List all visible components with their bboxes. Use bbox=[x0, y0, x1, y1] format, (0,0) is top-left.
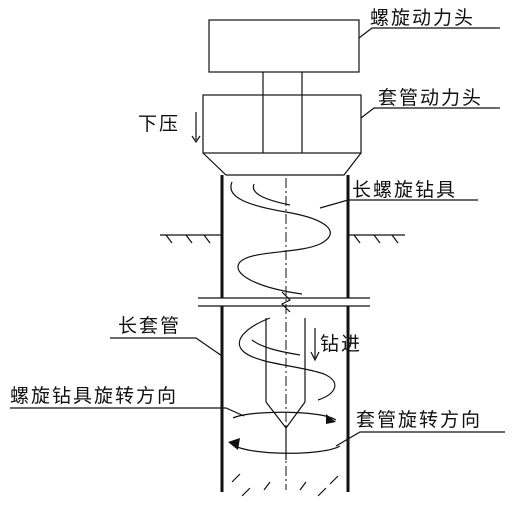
auger-power-head-box bbox=[208, 19, 360, 73]
casing-rotation-arrowhead bbox=[228, 438, 240, 450]
label-long-auger-tool: 长螺旋钻具 bbox=[352, 179, 457, 201]
leader-casing-power-head bbox=[360, 107, 500, 119]
casing-head-taper bbox=[202, 152, 362, 176]
auger-spiral-lower bbox=[238, 317, 336, 401]
auger-spiral-upper-inner bbox=[252, 183, 291, 206]
leader-long-casing bbox=[110, 337, 223, 357]
label-casing-power-head: 套管动力头 bbox=[378, 87, 483, 109]
bottom-ground-hatches bbox=[231, 473, 339, 497]
label-press-down: 下压 bbox=[138, 113, 180, 135]
casing-power-head-box bbox=[202, 94, 362, 154]
leader-casing-rotation bbox=[335, 431, 505, 447]
auger-spiral-upper bbox=[230, 181, 331, 295]
label-drill-advance: 钻进 bbox=[320, 333, 362, 355]
auger-spiral-lower-inner bbox=[251, 339, 301, 356]
press-down-arrow bbox=[191, 112, 201, 144]
leader-auger-rotation bbox=[10, 407, 245, 417]
label-auger-rotation-direction: 螺旋钻具旋转方向 bbox=[10, 385, 178, 407]
auger-rotation-arc bbox=[232, 411, 337, 421]
leader-long-auger-tool bbox=[319, 199, 478, 209]
label-auger-power-head: 螺旋动力头 bbox=[370, 7, 475, 29]
auger-rotation-arrowhead bbox=[326, 414, 336, 424]
leader-auger-power-head bbox=[358, 27, 500, 39]
label-casing-rotation-direction: 套管旋转方向 bbox=[356, 409, 482, 431]
label-long-casing: 长套管 bbox=[118, 315, 181, 337]
casing-rotation-arc bbox=[231, 443, 341, 454]
ground-surface bbox=[160, 234, 405, 244]
drill-advance-arrow bbox=[310, 328, 320, 362]
